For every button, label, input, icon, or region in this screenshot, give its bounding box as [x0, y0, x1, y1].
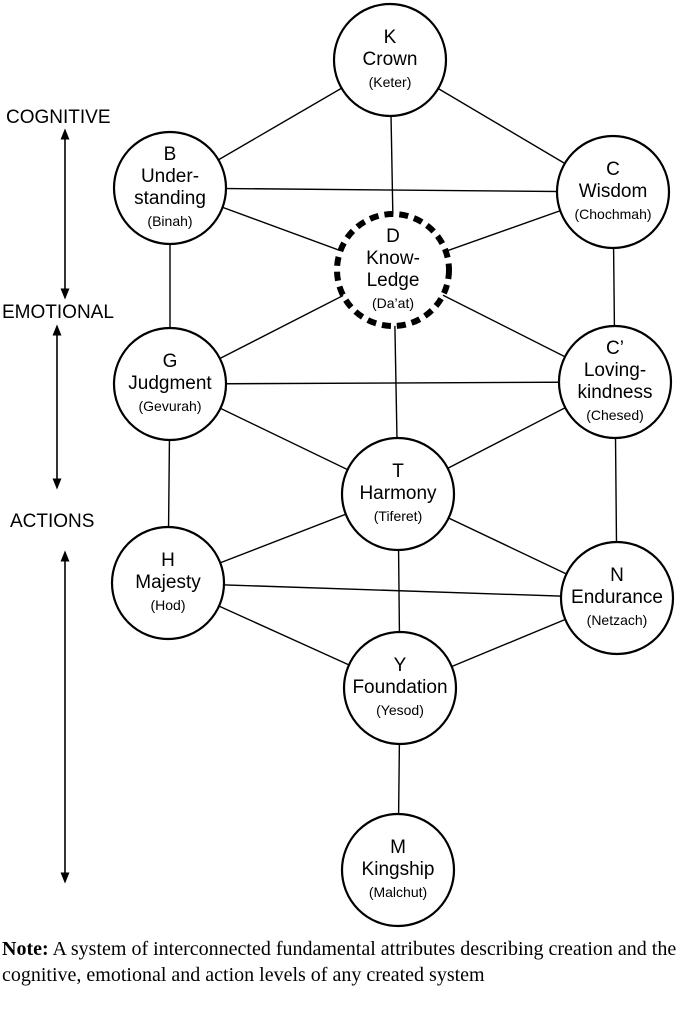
node-hebrew-name: (Hod): [150, 597, 185, 613]
node-circle: [110, 525, 226, 641]
node-name: Loving-: [584, 360, 646, 381]
node-hebrew-name: (Netzach): [587, 612, 648, 628]
node-letter: N: [610, 565, 624, 586]
node-letter: B: [164, 144, 177, 165]
node-name: Foundation: [352, 677, 447, 698]
node-name: Crown: [363, 49, 418, 70]
level-label-cognitive: COGNITIVE: [6, 107, 111, 128]
node-circle: [334, 211, 452, 329]
node-letter: C: [606, 159, 620, 180]
node-circle: [342, 630, 458, 746]
node-hebrew-name: (Da’at): [372, 295, 414, 311]
edge-h-n: [167, 582, 618, 599]
note-label: Note:: [2, 938, 49, 960]
node-hebrew-name: (Yesod): [376, 702, 424, 718]
node-name: Ledge: [367, 270, 420, 291]
node-hebrew-name: (Chesed): [586, 407, 644, 423]
node-letter: K: [384, 27, 397, 48]
node-name: Know-: [366, 248, 420, 269]
node-circle: [112, 326, 228, 442]
node-letter: H: [161, 550, 175, 571]
node-letter: G: [163, 351, 178, 372]
node-name: Endurance: [571, 587, 663, 608]
node-hebrew-name: (Chochmah): [574, 206, 651, 222]
node-c2: C’Loving-kindness (Chesed): [557, 324, 673, 440]
node-name: Under-: [141, 166, 199, 187]
node-hebrew-name: (Binah): [147, 213, 192, 229]
node-hebrew-name: (Tiferet): [374, 508, 422, 524]
node-name: Judgment: [128, 373, 212, 394]
node-letter: M: [390, 837, 406, 858]
node-circle: [557, 324, 673, 440]
node-name: Kingship: [362, 859, 435, 880]
level-label-emotional: EMOTIONAL: [2, 302, 114, 323]
figure-note: Note: A system of interconnected fundame…: [2, 936, 678, 988]
node-name: standing: [134, 188, 206, 209]
node-circle: [112, 130, 228, 246]
node-name: Harmony: [359, 483, 437, 504]
node-letter: D: [386, 226, 400, 247]
node-circle: [332, 2, 448, 118]
edge-g-c2: [169, 381, 616, 385]
node-circle: [555, 134, 671, 250]
edge-b-c: [169, 187, 614, 193]
node-hebrew-name: (Malchut): [369, 884, 427, 900]
node-circle: [340, 812, 456, 928]
node-name: Wisdom: [579, 181, 648, 202]
node-hebrew-name: (Keter): [369, 74, 412, 90]
node-hebrew-name: (Gevurah): [138, 398, 201, 414]
node-letter: T: [392, 461, 404, 482]
node-name: kindness: [578, 382, 653, 403]
level-label-actions: ACTIONS: [10, 511, 94, 532]
node-circle: [340, 436, 456, 552]
node-letter: Y: [394, 655, 407, 676]
node-circle: [559, 540, 675, 656]
note-text: A system of interconnected fundamental a…: [2, 938, 677, 986]
node-name: Majesty: [135, 572, 201, 593]
node-letter: C’: [606, 338, 624, 359]
